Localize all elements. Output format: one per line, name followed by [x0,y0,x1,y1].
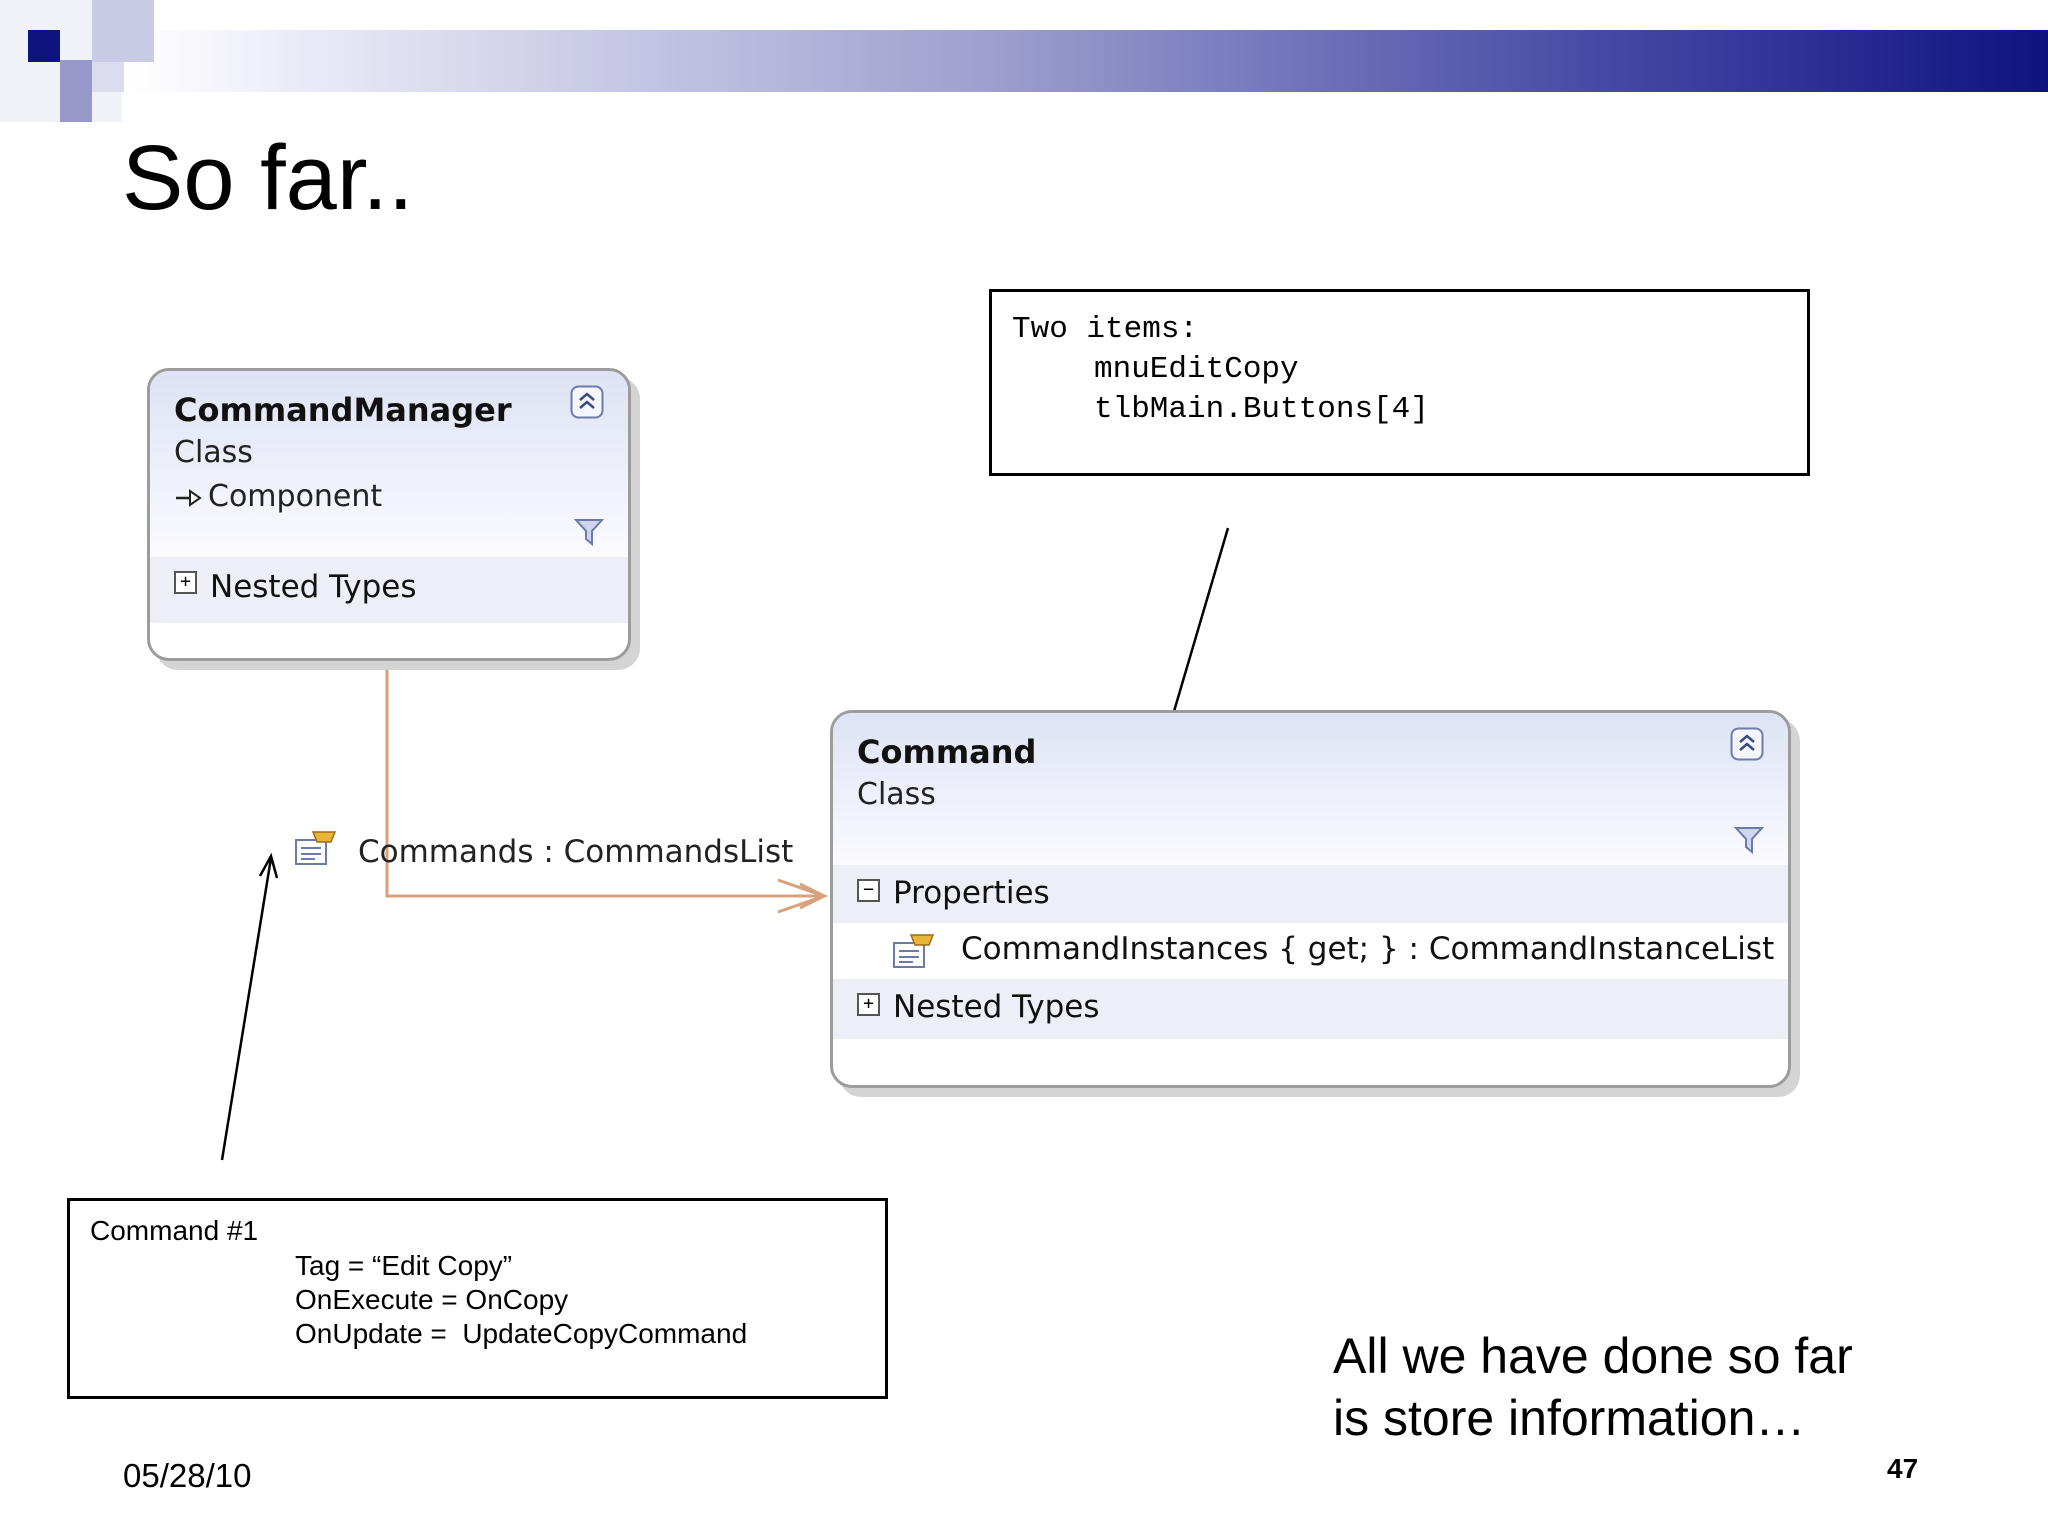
page-number: 47 [1887,1453,1919,1484]
association-arrowhead-inner [799,882,828,910]
note-line: Tag = “Edit Copy” [295,1250,513,1281]
summary-line: All we have done so far [1333,1328,1853,1384]
note-two-items: Two items: mnuEditCopy tlbMain.Buttons[4… [989,289,1810,476]
filter-icon[interactable] [1734,825,1764,855]
class-name: Command [857,733,1037,771]
summary-line: is store information… [1333,1390,1806,1446]
header-gradient-bar [130,30,2048,92]
property-icon [295,831,337,865]
class-header [150,371,628,557]
inheritance-arrow-icon [176,489,202,507]
header-square-dark [28,30,60,62]
property-icon [893,934,935,968]
property-row[interactable]: CommandInstances { get; } : CommandInsta… [833,923,1788,979]
filter-icon[interactable] [574,517,604,547]
compartment-label: Nested Types [210,569,417,605]
class-header [833,713,1788,865]
compartment-nested-types[interactable]: + Nested Types [833,979,1788,1039]
compartment-properties[interactable]: − Properties [833,865,1788,923]
class-kind: Class [174,435,253,470]
slide-title: So far.. [122,127,414,229]
compartment-nested-types[interactable]: + Nested Types [150,557,628,623]
double-chevron-up-icon[interactable] [1730,727,1764,761]
note-line: mnuEditCopy [1094,352,1299,387]
association-label: Commands : CommandsList [358,834,794,870]
class-name: CommandManager [174,391,512,429]
association-line [385,655,824,898]
note-line: tlbMain.Buttons[4] [1094,392,1429,427]
note-line: OnUpdate = UpdateCopyCommand [295,1318,748,1349]
header-square-mid2 [60,60,92,122]
class-box-command[interactable]: Command Class − Properties CommandInstan… [830,710,1791,1088]
note-title: Command #1 [90,1215,259,1246]
plus-box-icon[interactable]: + [174,571,197,594]
class-kind: Class [857,777,936,812]
header-square-mid [92,0,154,62]
plus-box-icon[interactable]: + [857,993,880,1016]
header-square-light2 [92,62,124,92]
note-command-1: Command #1 Tag = “Edit Copy” OnExecute =… [67,1198,888,1399]
double-chevron-up-icon[interactable] [570,385,604,419]
pointer-line-command [220,857,273,1161]
note-line: Two items: [1012,312,1199,347]
class-box-commandmanager[interactable]: CommandManager Class Component + Nested … [147,368,631,661]
compartment-label: Nested Types [893,989,1100,1025]
class-base: Component [208,479,383,514]
summary-text: All we have done so far is store informa… [1333,1325,1853,1449]
minus-box-icon[interactable]: − [857,879,880,902]
slide-date: 05/28/10 [123,1457,252,1494]
note-line: OnExecute = OnCopy [295,1284,569,1315]
compartment-label: Properties [893,875,1050,911]
property-text: CommandInstances { get; } : CommandInsta… [961,931,1775,967]
pointer-arrowhead-command [258,852,279,879]
